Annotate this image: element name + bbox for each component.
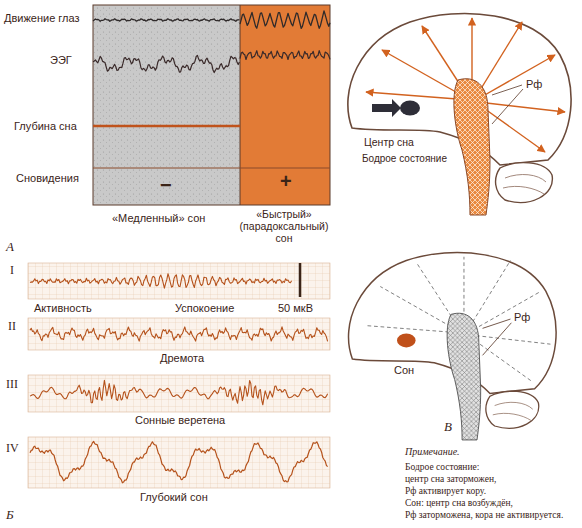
eeg-trace bbox=[30, 327, 328, 342]
panel-letter: Б bbox=[6, 508, 14, 523]
scale-label: 50 мкВ bbox=[278, 302, 313, 315]
note-line: центр сна заторможен, bbox=[405, 474, 496, 485]
sleep-phase-chart bbox=[93, 5, 330, 205]
sign-mark: − bbox=[160, 174, 172, 197]
note-line: Рф активирует кору. bbox=[405, 486, 486, 497]
stage-label: Активность bbox=[34, 302, 92, 315]
stage-label: Глубокий сон bbox=[140, 491, 208, 504]
row-label: ЭЭГ bbox=[50, 54, 72, 67]
eye-trace bbox=[240, 11, 330, 28]
panel-letter: А bbox=[6, 240, 14, 255]
rem-sleep-area bbox=[240, 5, 330, 205]
note-line: Сон: центр сна возбуждён, bbox=[405, 498, 513, 509]
eeg-strip bbox=[28, 318, 330, 350]
eye-trace bbox=[93, 19, 239, 22]
row-label: Движение глаз bbox=[4, 12, 80, 25]
brain-sleep bbox=[349, 253, 557, 440]
eeg-traces bbox=[30, 274, 328, 483]
note-line: Рф заторможена, кора не активируется. bbox=[405, 510, 563, 521]
scale-bar bbox=[299, 263, 302, 297]
structure-label: Рф bbox=[514, 311, 530, 324]
slow-sleep-area bbox=[93, 5, 240, 205]
sleep-center bbox=[397, 333, 416, 347]
eeg-trace bbox=[240, 51, 330, 60]
eeg-trace bbox=[30, 274, 292, 289]
state-label: Сон bbox=[394, 364, 414, 377]
panel-letter: В bbox=[444, 420, 452, 435]
eeg-trace bbox=[93, 55, 239, 72]
brain-awake bbox=[348, 13, 571, 215]
state-label: Бодрое состояние bbox=[362, 153, 447, 165]
eeg-trace bbox=[30, 441, 328, 482]
dream-row-line bbox=[93, 168, 330, 169]
leader-line bbox=[483, 319, 512, 355]
eeg-strips bbox=[28, 263, 330, 488]
eeg-strip bbox=[28, 437, 330, 488]
roman-numeral: IV bbox=[6, 442, 19, 456]
stage-label: Дремота bbox=[160, 352, 204, 365]
row-label: Сновидения bbox=[16, 172, 79, 185]
eeg-traces bbox=[93, 11, 330, 73]
structure-label: Рф bbox=[526, 78, 542, 91]
reticular-formation bbox=[447, 313, 481, 440]
roman-numeral: III bbox=[6, 378, 18, 392]
stage-label: Сонные веретена bbox=[135, 414, 225, 427]
note-heading: Примечание. bbox=[405, 446, 460, 458]
stage-label: Успокоение bbox=[175, 302, 234, 315]
phase-label: «Быстрый» (парадоксальный) сон bbox=[236, 208, 332, 244]
eeg-strip bbox=[28, 375, 330, 412]
note-line: Бодрое состояние: bbox=[405, 462, 479, 473]
pointer-arrow bbox=[372, 99, 401, 117]
roman-numeral: I bbox=[10, 264, 14, 278]
sleep-center bbox=[400, 101, 420, 116]
phase-label: «Медленный» сон bbox=[112, 212, 205, 225]
chart-frame bbox=[93, 5, 330, 205]
eeg-trace bbox=[30, 380, 328, 405]
row-label: Глубина сна bbox=[14, 120, 77, 133]
sign-mark: + bbox=[280, 170, 292, 193]
phase-divider bbox=[240, 5, 241, 205]
structure-label: Центр сна bbox=[364, 136, 414, 148]
sleep-depth-line bbox=[93, 125, 240, 128]
roman-numeral: II bbox=[8, 320, 16, 334]
reticular-formation bbox=[454, 79, 490, 215]
eeg-strip bbox=[28, 263, 330, 299]
leader-line bbox=[492, 85, 523, 124]
